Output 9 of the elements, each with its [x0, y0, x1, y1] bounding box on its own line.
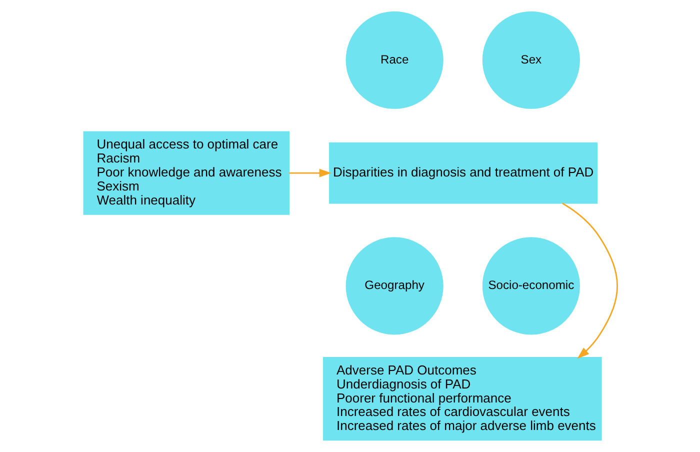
node-circle: Socio-economic — [482, 237, 580, 335]
node-circle: Race — [345, 11, 443, 109]
arrow — [562, 202, 618, 359]
node-circle: Geography — [345, 237, 443, 335]
node-circle: Sex — [482, 11, 580, 109]
node-box: Disparities in diagnosis and treatment of PAD — [328, 142, 598, 204]
arrow — [288, 168, 331, 178]
node-box: Unequal access to optimal care Racism Poor knowledge and awareness Sexism Wealth inequality — [82, 131, 290, 215]
node-box: Adverse PAD Outcomes Underdiagnosis of PAD Poorer functional performance Increased rates of cardiovascular events Increased rates of major adverse limb events — [322, 357, 602, 441]
